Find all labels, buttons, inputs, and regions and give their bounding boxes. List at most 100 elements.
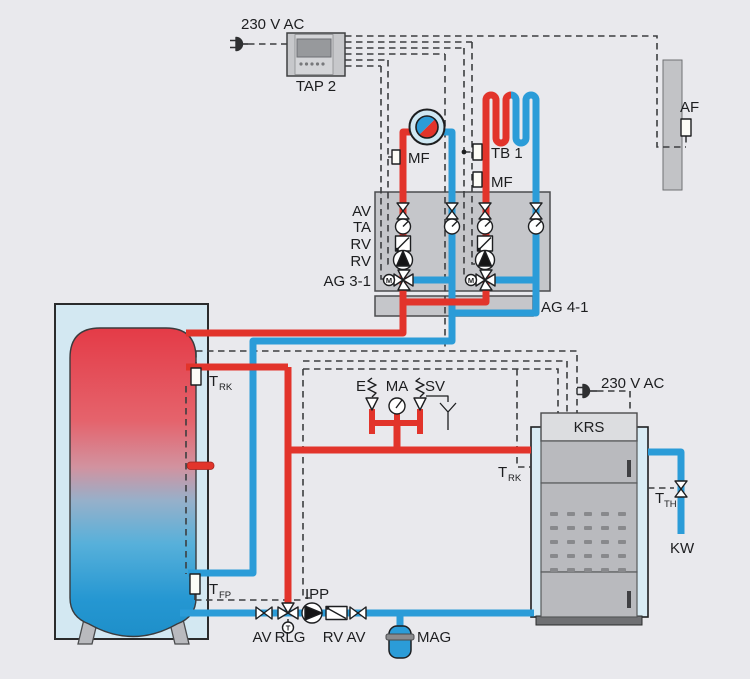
plug-prongs — [230, 39, 236, 49]
outdoor-wall — [662, 59, 683, 191]
valve-av-icon — [349, 606, 359, 620]
boiler-return-sensor-sub: RK — [508, 473, 522, 484]
plug-body — [582, 383, 591, 399]
controller-unit — [286, 32, 346, 77]
enclosures — [54, 32, 683, 645]
pump-group-2 — [464, 202, 496, 291]
tank-bottom-sensor-label: T — [209, 581, 218, 598]
rlg-label: RLG — [275, 629, 306, 646]
thermal-valve — [674, 480, 688, 498]
pipe-cold-water-inlet — [648, 448, 685, 534]
plug-top — [230, 36, 248, 52]
controller-buttons — [299, 62, 325, 66]
wire-boiler-mains — [597, 390, 631, 413]
boiler-unit — [530, 412, 649, 626]
valve-av-icon — [396, 202, 410, 212]
check-valve-diag — [326, 607, 347, 620]
wire-circuit1-mixer — [345, 65, 385, 280]
rlg-thermostat-icon — [281, 621, 295, 634]
outdoor-sensor-label: AF — [680, 99, 699, 116]
pump-group-2-return — [527, 202, 545, 235]
labels: 230 V AC TAP 2 AF MF TB 1 MF AV TA RV RV… — [209, 16, 699, 646]
boiler-lower-door — [540, 571, 638, 618]
sensor-outdoor — [680, 118, 692, 137]
mixer-valve-icon — [484, 273, 496, 287]
sensor-mf-circuit2 — [472, 171, 483, 188]
plug-body — [235, 36, 244, 52]
ipp-label: IPP — [305, 586, 329, 603]
valve-av-icon — [445, 202, 459, 212]
tb1-label: TB 1 — [491, 145, 523, 162]
pipe-boiler-supply — [186, 363, 531, 605]
wire-bus-c — [303, 368, 559, 413]
mixer-valve-icon — [397, 279, 411, 291]
boiler-upper-door — [540, 440, 638, 484]
boiler-door-handle-lower — [627, 591, 631, 608]
return-rv-label: RV — [323, 629, 344, 646]
rlg-valve-icon — [281, 602, 295, 614]
wire-circuit2-mixer — [345, 47, 466, 277]
controller-label: TAP 2 — [296, 78, 336, 95]
return-line-fittings — [255, 602, 415, 659]
wire-outdoor-sensor — [345, 35, 687, 148]
safety-group — [365, 377, 457, 430]
mixer-valve-icon — [479, 269, 493, 281]
manometer-label: MA — [386, 378, 409, 395]
check-valve-diag — [396, 237, 410, 250]
expansion-vessel-icon — [388, 625, 412, 659]
safety-discharge-line — [426, 395, 449, 402]
valve-av-icon — [529, 202, 543, 212]
vent-spring — [367, 377, 377, 398]
mixer-motor-icon — [382, 273, 396, 287]
mixed-circuit-icon — [408, 108, 446, 146]
pipe-return-circuit1-to-tank — [188, 128, 456, 577]
safety-spring — [415, 377, 425, 398]
tank-top-sensor-label: T — [209, 373, 218, 390]
pipe-return-circuit2 — [452, 91, 540, 317]
mixer1-motor-letter: M — [386, 276, 392, 285]
mixer2-motor-letter: M — [468, 276, 474, 285]
manometer-needle — [395, 399, 403, 409]
controller-display — [296, 38, 332, 58]
pump-group-1-return — [443, 202, 461, 235]
thermo-valve-sub: TH — [664, 499, 677, 510]
pump-rotor — [477, 250, 493, 267]
sensor-mf-circuit1 — [391, 149, 401, 165]
rlg-thermostat-letter: T — [286, 624, 291, 633]
rlg-valve-icon — [277, 606, 289, 620]
valve-av-icon — [357, 606, 367, 620]
boiler-grate-dots — [550, 512, 626, 572]
tank-top-sensor-sub: RK — [219, 382, 233, 393]
mixer-motor-icon — [464, 273, 478, 287]
expansion-vessel-band — [385, 633, 415, 641]
mixer-valve-icon — [479, 279, 493, 291]
mixer-valve-icon — [402, 273, 414, 287]
row-ta-label: TA — [353, 219, 371, 236]
safety-valve-icon — [413, 397, 427, 411]
thermo-valve-label: T — [655, 490, 664, 507]
boiler-return-sensor-label: T — [498, 464, 507, 481]
pump-group-1 — [382, 202, 414, 291]
sensor-tank-top — [190, 367, 202, 386]
mf-circuit2-label: MF — [491, 174, 513, 191]
valve-av-icon — [263, 606, 273, 620]
boiler-door-handle-upper — [627, 460, 631, 477]
wire-bus-b — [303, 360, 568, 413]
mag-label: MAG — [417, 629, 451, 646]
row-rv2-label: RV — [350, 253, 371, 270]
sensor-tank-bottom — [189, 573, 201, 595]
plug-prongs — [577, 386, 583, 396]
rlg-valve-icon — [287, 606, 299, 620]
pipe-safety-manifold — [369, 409, 423, 434]
symbols — [189, 36, 692, 659]
mains-top-label: 230 V AC — [241, 16, 305, 33]
mixer-valve-icon — [397, 269, 411, 281]
vent-label: E — [356, 378, 366, 395]
mixer-group-label: AG 3-1 — [323, 273, 371, 290]
thermo-valve-icon — [674, 480, 688, 490]
discharge-funnel-icon — [439, 402, 457, 430]
wire-bus-a — [196, 350, 578, 413]
return-av2-label: AV — [347, 629, 366, 646]
